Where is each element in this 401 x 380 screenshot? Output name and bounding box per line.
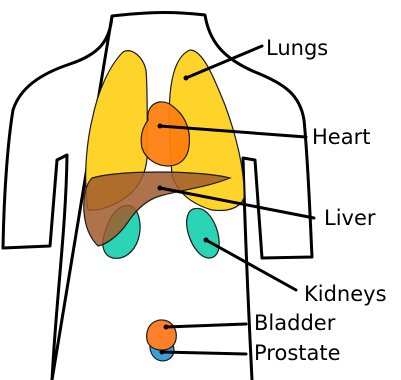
label-prostate: Prostate [254, 341, 341, 365]
label-kidneys: Kidneys [304, 282, 387, 306]
lungs-leader-dot [184, 76, 189, 81]
prostate-leader-dot [160, 350, 165, 355]
kidneys-leader-dot [204, 238, 209, 243]
bladder-leader-dot [164, 325, 169, 330]
liver-leader-dot [158, 186, 163, 191]
heart-leader-dot [158, 124, 163, 129]
bladder [147, 320, 177, 350]
label-bladder: Bladder [254, 311, 336, 335]
label-lungs: Lungs [266, 36, 328, 60]
label-liver: Liver [324, 206, 376, 230]
label-heart: Heart [312, 125, 370, 149]
prostate-leader [162, 352, 246, 354]
